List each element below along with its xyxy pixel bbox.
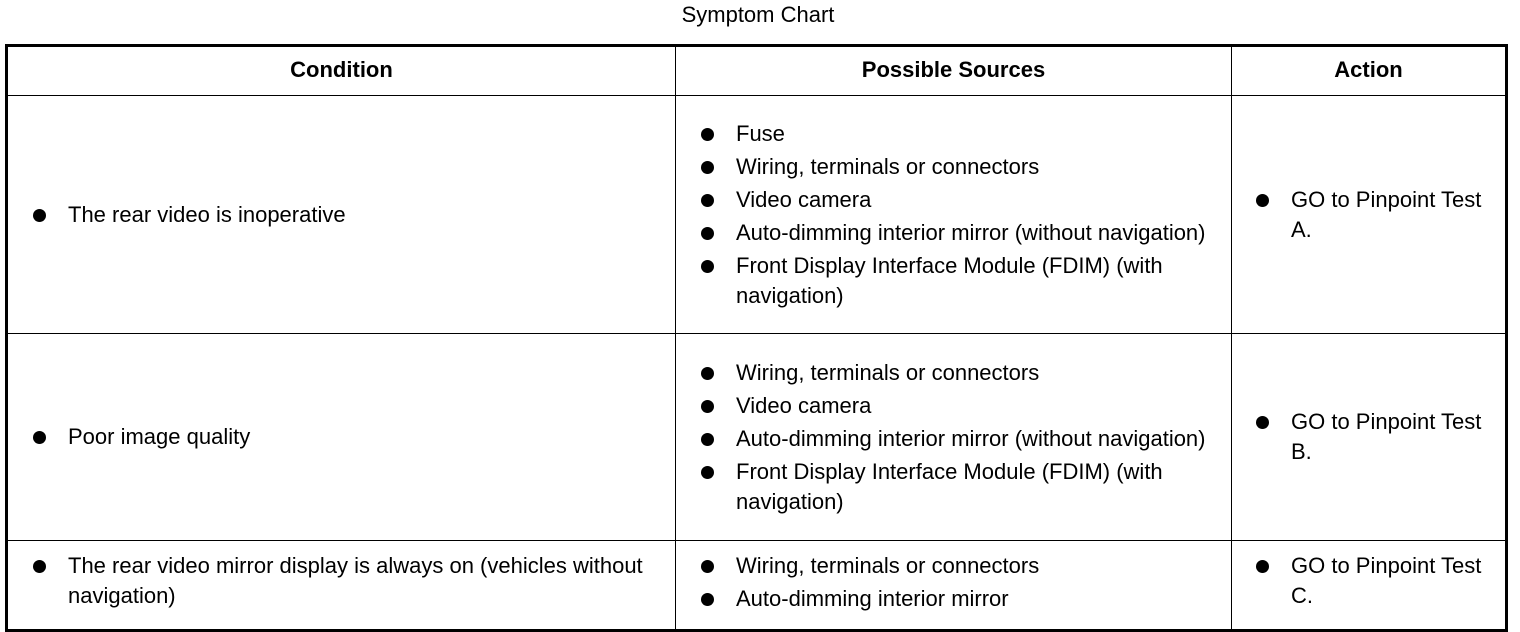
- sources-cell: Wiring, terminals or connectors Auto-dim…: [675, 540, 1232, 631]
- action-cell: GO to Pinpoint Test B.: [1231, 333, 1507, 541]
- condition-text: The rear video is inoperative: [33, 200, 655, 230]
- header-action: Action: [1231, 45, 1507, 96]
- condition-cell: The rear video is inoperative: [6, 95, 676, 334]
- chart-title: Symptom Chart: [681, 2, 835, 27]
- source-item: Auto-dimming interior mirror: [701, 584, 1221, 614]
- symptom-table: Condition Possible Sources Action The re…: [5, 44, 1508, 632]
- header-row: Condition Possible Sources Action: [6, 45, 1507, 96]
- source-item: Wiring, terminals or connectors: [701, 551, 1221, 581]
- header-condition: Condition: [6, 45, 676, 96]
- condition-cell: The rear video mirror display is always …: [6, 540, 676, 631]
- action-cell: GO to Pinpoint Test A.: [1231, 95, 1507, 334]
- source-item: Auto-dimming interior mirror (without na…: [701, 424, 1221, 454]
- source-item: Video camera: [701, 185, 1221, 215]
- source-item: Front Display Interface Module (FDIM) (w…: [701, 251, 1221, 311]
- sources-cell: Fuse Wiring, terminals or connectors Vid…: [675, 95, 1232, 334]
- table-row: The rear video is inoperative Fuse Wirin…: [6, 95, 1507, 334]
- condition-cell: Poor image quality: [6, 333, 676, 541]
- source-item: Fuse: [701, 119, 1221, 149]
- table-row: Poor image quality Wiring, terminals or …: [6, 333, 1507, 541]
- action-text: GO to Pinpoint Test B.: [1256, 407, 1495, 467]
- source-item: Video camera: [701, 391, 1221, 421]
- action-text: GO to Pinpoint Test A.: [1256, 185, 1495, 245]
- sources-cell: Wiring, terminals or connectors Video ca…: [675, 333, 1232, 541]
- table-row: The rear video mirror display is always …: [6, 540, 1507, 631]
- source-item: Front Display Interface Module (FDIM) (w…: [701, 457, 1221, 517]
- condition-text: The rear video mirror display is always …: [33, 551, 655, 611]
- source-item: Wiring, terminals or connectors: [701, 152, 1221, 182]
- source-item: Wiring, terminals or connectors: [701, 358, 1221, 388]
- action-text: GO to Pinpoint Test C.: [1256, 551, 1495, 611]
- condition-text: Poor image quality: [33, 422, 655, 452]
- source-item: Auto-dimming interior mirror (without na…: [701, 218, 1221, 248]
- header-possible-sources: Possible Sources: [675, 45, 1232, 96]
- action-cell: GO to Pinpoint Test C.: [1231, 540, 1507, 631]
